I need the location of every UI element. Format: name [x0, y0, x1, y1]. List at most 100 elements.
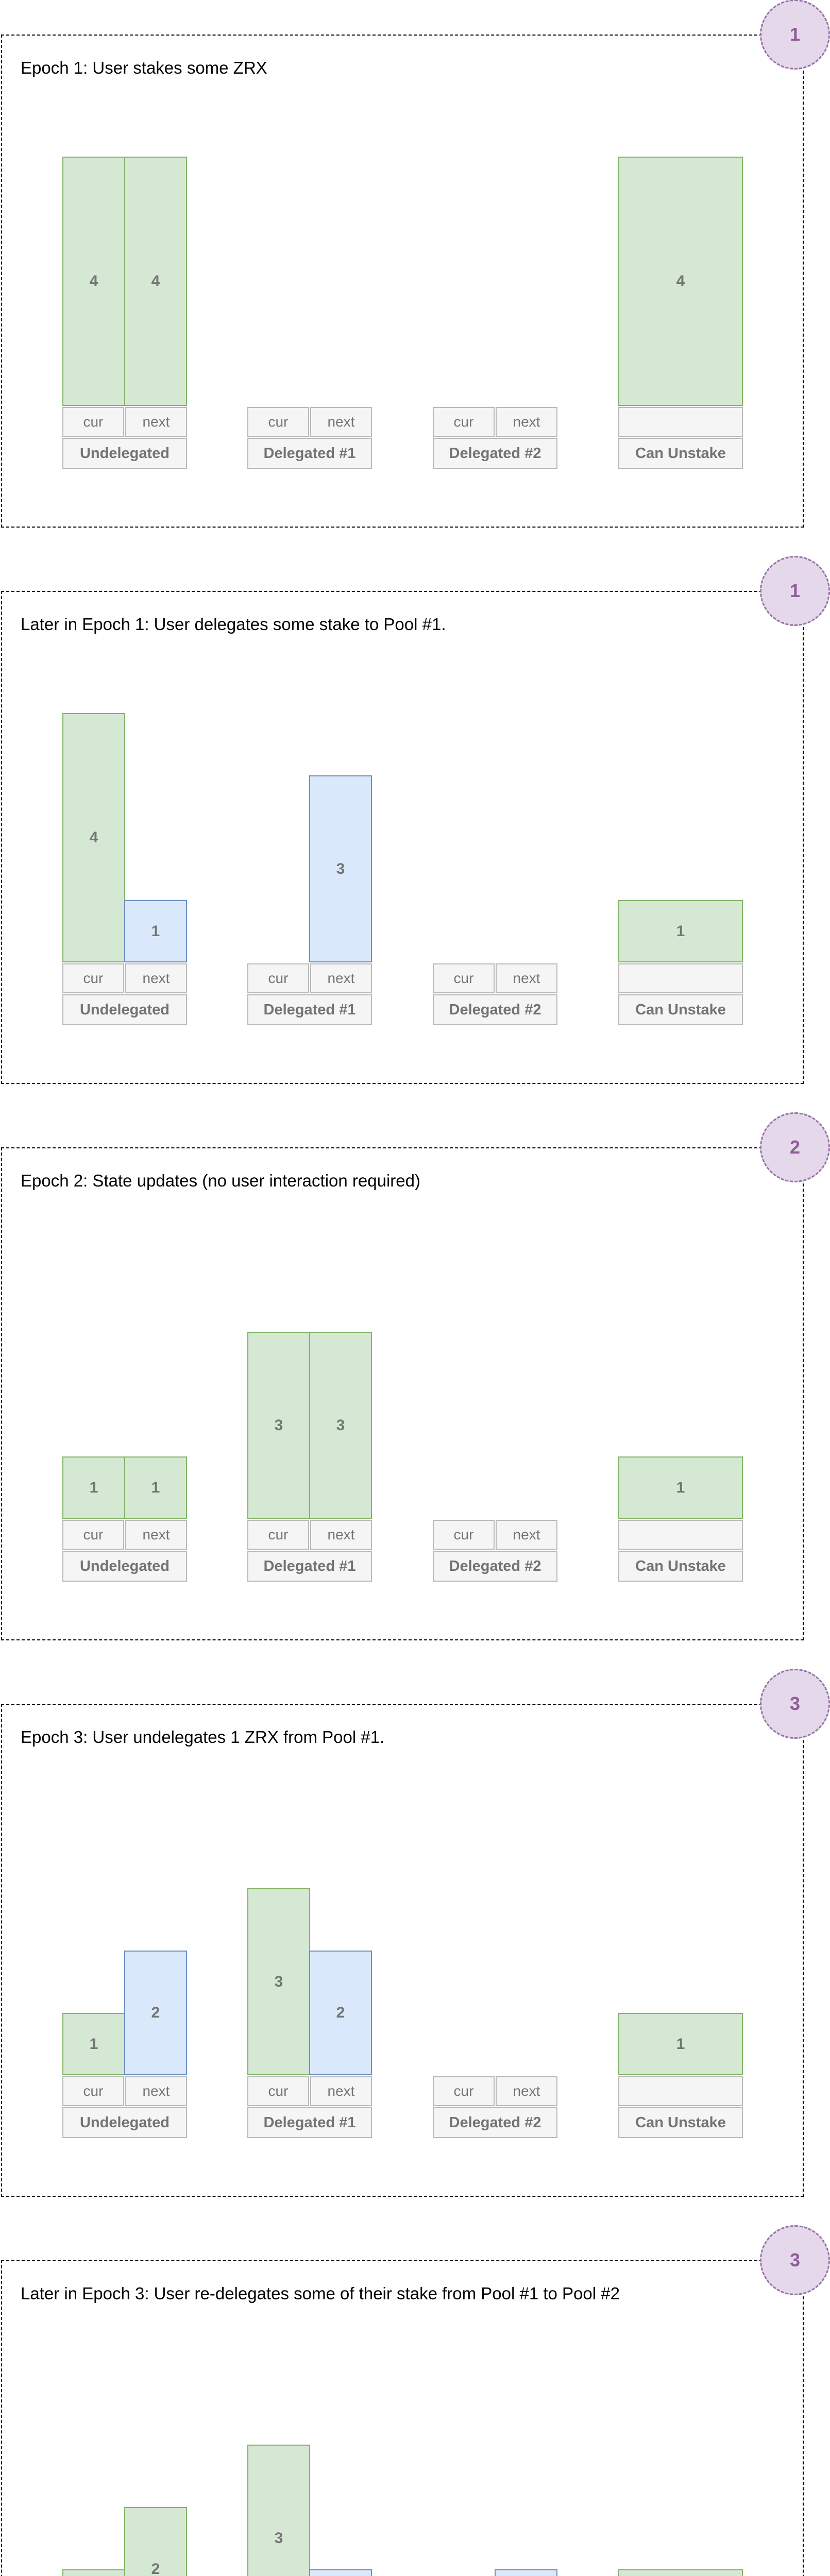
epoch-panel: 1 Later in Epoch 1: User delegates some s…: [1, 556, 830, 1084]
next-bar: 2: [124, 2507, 187, 2576]
cur-cell: cur: [62, 963, 124, 993]
cur-cell: cur: [62, 407, 124, 437]
bar-area: 3: [247, 713, 373, 962]
next-cell: next: [125, 2076, 187, 2106]
cur-cell: cur: [247, 2076, 309, 2106]
cur-bar: 4: [62, 713, 125, 962]
can-unstake-bar: 1: [618, 2569, 743, 2576]
label-row: Delegated #1: [247, 2107, 373, 2138]
cur-bar: 3: [247, 1888, 310, 2075]
period-row: [618, 2076, 744, 2106]
epoch-badge: 2: [760, 1112, 830, 1182]
panel-title: Later in Epoch 3: User re-delegates some…: [21, 2284, 620, 2303]
cur-cell: cur: [433, 2076, 495, 2106]
group-label: Delegated #1: [247, 994, 372, 1025]
period-row: [618, 1520, 744, 1550]
cur-bar: 1: [62, 1456, 125, 1519]
group-label: Delegated #2: [433, 1551, 557, 1582]
group-label: Undelegated: [62, 1551, 187, 1582]
next-cell: next: [496, 407, 557, 437]
group-label: Undelegated: [62, 2107, 187, 2138]
bar-area: [433, 157, 558, 406]
next-bar: 3: [309, 775, 372, 962]
label-row: Delegated #2: [433, 1551, 558, 1582]
can-unstake-bar: 4: [618, 157, 743, 406]
label-row: Undelegated: [62, 2107, 188, 2138]
panel-title: Epoch 2: State updates (no user interact…: [21, 1171, 420, 1190]
cur-cell: cur: [433, 1520, 495, 1550]
bar-area: [433, 1269, 558, 1519]
label-row: Undelegated: [62, 1551, 188, 1582]
next-cell: next: [496, 1520, 557, 1550]
cur-cell: cur: [247, 963, 309, 993]
label-row: Undelegated: [62, 994, 188, 1025]
next-bar: 2: [124, 1951, 187, 2075]
label-row: Delegated #2: [433, 438, 558, 469]
panel-title: Epoch 3: User undelegates 1 ZRX from Poo…: [21, 1727, 385, 1747]
epoch-badge: 1: [760, 0, 830, 70]
can-unstake-bar: 1: [618, 900, 743, 962]
bar-area: 1: [618, 2382, 744, 2576]
stake-group: 31curnextDelegated #1: [247, 2382, 373, 2576]
label-row: Delegated #1: [247, 994, 373, 1025]
label-row: Delegated #1: [247, 438, 373, 469]
group-label: Delegated #2: [433, 2107, 557, 2138]
group-label: Can Unstake: [618, 994, 743, 1025]
empty-period-cell: [618, 407, 743, 437]
panel-title: Epoch 1: User stakes some ZRX: [21, 58, 267, 77]
next-bar: 1: [309, 2569, 372, 2576]
cur-cell: cur: [62, 2076, 124, 2106]
next-cell: next: [310, 963, 372, 993]
next-bar: 1: [124, 900, 187, 962]
group-label: Undelegated: [62, 438, 187, 469]
group-label: Delegated #1: [247, 438, 372, 469]
cur-bar: 1: [62, 2569, 125, 2576]
label-row: Delegated #2: [433, 994, 558, 1025]
next-cell: next: [496, 963, 557, 993]
cur-bar: 3: [247, 1332, 310, 1519]
group-label: Delegated #1: [247, 1551, 372, 1582]
cur-cell: cur: [247, 407, 309, 437]
label-row: Can Unstake: [618, 994, 744, 1025]
next-bar: 1: [124, 1456, 187, 1519]
label-row: Delegated #1: [247, 1551, 373, 1582]
next-cell: next: [496, 2076, 557, 2106]
bar-area: 31: [247, 2382, 373, 2576]
can-unstake-bar: 1: [618, 2013, 743, 2075]
group-label: Can Unstake: [618, 1551, 743, 1582]
epoch-badge: 3: [760, 1669, 830, 1739]
period-row: [618, 963, 744, 993]
label-row: Can Unstake: [618, 1551, 744, 1582]
bar-area: 1: [618, 713, 744, 962]
next-bar: 4: [124, 157, 187, 406]
next-bar: 2: [309, 1951, 372, 2075]
label-row: Can Unstake: [618, 2107, 744, 2138]
panel-title: Later in Epoch 1: User delegates some st…: [21, 615, 446, 634]
empty-period-cell: [618, 963, 743, 993]
